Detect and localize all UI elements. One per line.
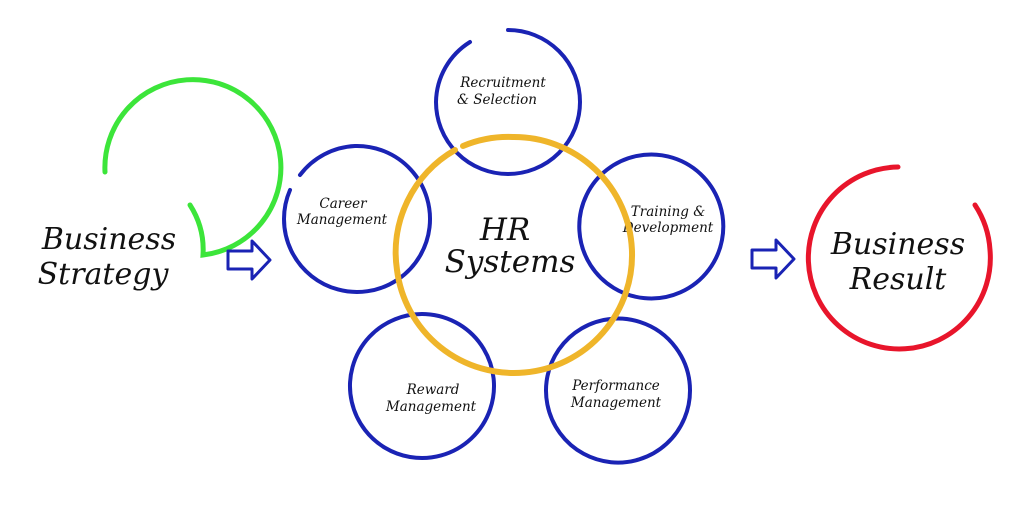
performance-management-line1: Performance — [571, 378, 660, 394]
business-strategy-line2: Strategy — [38, 257, 170, 292]
reward-management-line2: Management — [385, 399, 477, 415]
recruitment-ring — [433, 28, 582, 176]
recruitment-line1: Recruitment — [459, 75, 546, 91]
career-management-ring — [282, 143, 432, 294]
training-development-ring — [577, 152, 726, 301]
recruitment-node: Recruitment & Selection — [433, 28, 582, 176]
performance-management-node: Performance Management — [544, 316, 693, 465]
hr-systems-line1: HR — [479, 212, 530, 248]
business-result-line2: Result — [849, 262, 948, 297]
performance-management-ring — [544, 316, 693, 465]
reward-management-line1: Reward — [406, 382, 460, 398]
performance-management-line2: Management — [570, 395, 662, 411]
recruitment-line2: & Selection — [457, 92, 537, 108]
hr-systems-line2: Systems — [445, 244, 576, 280]
hr-systems-ring-overlap — [460, 133, 516, 149]
business-strategy-line1: Business — [41, 222, 176, 257]
career-management-line1: Career — [319, 196, 368, 212]
left-arrow-icon — [226, 239, 272, 281]
business-strategy-ring — [102, 77, 284, 258]
training-development-line1: Training & — [631, 204, 705, 220]
hr-systems-ring — [392, 133, 635, 376]
career-management-node: Career Management — [282, 143, 432, 294]
training-development-node: Training & Development — [577, 152, 726, 301]
career-management-line2: Management — [296, 212, 388, 228]
hr-systems-node: HR Systems — [392, 133, 635, 376]
business-result-node: Business Result — [805, 164, 993, 352]
right-arrow-icon — [750, 238, 796, 280]
business-result-ring — [805, 164, 993, 352]
training-development-line2: Development — [622, 220, 714, 236]
business-result-line1: Business — [830, 227, 965, 262]
business-strategy-node: Business Strategy — [38, 77, 284, 292]
reward-management-node: Reward Management — [348, 312, 496, 460]
reward-management-ring — [348, 312, 496, 460]
